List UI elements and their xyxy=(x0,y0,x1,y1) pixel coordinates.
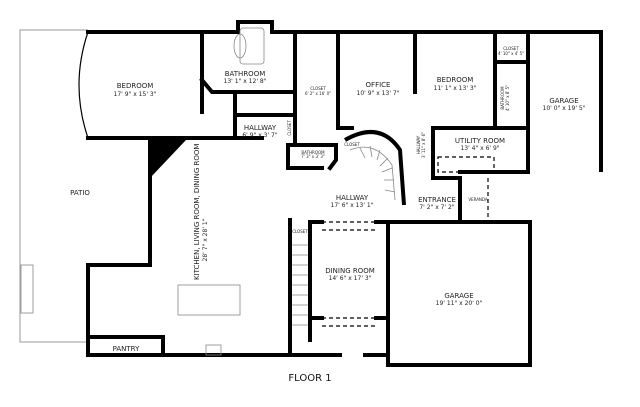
room-size-utility: 13' 4" x 6' 9" xyxy=(460,145,499,152)
room-size-office: 10' 9" x 13' 7" xyxy=(357,90,400,97)
wall-dining xyxy=(288,220,532,367)
spiral-stair-wall xyxy=(344,130,406,206)
room-size-bathroom-master: 13' 1" x 12' 8" xyxy=(224,78,267,85)
room-label-dining: DINING ROOM xyxy=(325,267,375,275)
wall-office xyxy=(336,30,603,174)
patio-outline xyxy=(19,29,88,343)
outdoor-kitchen xyxy=(20,264,34,314)
room-label-kitchen-living-dining: KITCHEN, LIVING ROOM, DINING ROOM xyxy=(193,144,201,280)
room-size-closet-large: 6' 2" x 16' 0" xyxy=(305,91,331,96)
room-label-patio: PATIO xyxy=(70,189,90,197)
room-label-closet-stairs: CLOSET xyxy=(344,142,360,147)
straight-stairs xyxy=(292,244,308,326)
room-size-bedroom-master: 17' 9" x 15' 3" xyxy=(114,91,157,98)
room-label-closet-bed2: CLOSET xyxy=(503,46,519,51)
room-label-garage-2: GARAGE xyxy=(444,292,473,300)
room-label-office: OFFICE xyxy=(366,81,391,89)
kitchen-island xyxy=(177,284,241,316)
room-label-bathroom-bed2: BATHROOM xyxy=(500,86,505,110)
room-label-garage-1: GARAGE xyxy=(549,97,578,105)
room-label-utility: UTILITY ROOM xyxy=(455,137,505,145)
room-label-closet-hall: CLOSET xyxy=(287,120,292,136)
room-label-hallway-small: HALLWAY xyxy=(244,124,277,132)
room-size-closet-bed2: 4' 10" x 4' 5" xyxy=(498,51,524,56)
utility-appliances xyxy=(437,156,495,173)
room-size-kitchen-living-dining: 28' 7" x 28' 1" xyxy=(202,218,209,261)
wall-bathroom-small xyxy=(286,143,338,171)
room-size-garage-2: 19' 11" x 20' 0" xyxy=(436,300,483,307)
room-size-hallway-small: 6' 9" x 3' 7" xyxy=(242,132,278,139)
spiral-stairs xyxy=(349,145,396,201)
wall-bathroom-master xyxy=(199,20,342,147)
room-size-dining: 14' 6" x 17' 3" xyxy=(329,275,372,282)
room-label-hallway-vertical: HALLWAY xyxy=(416,135,421,154)
room-label-bedroom-2: BEDROOM xyxy=(437,76,474,84)
room-label-bathroom-small: BATHROOM xyxy=(301,150,325,155)
room-size-bathroom-bed2: 4' 10" x 8' 5" xyxy=(505,85,510,111)
room-size-entrance: 7' 2" x 7' 2" xyxy=(419,204,455,211)
bathtub-icon xyxy=(239,27,265,65)
room-label-bathroom-master: BATHROOM xyxy=(225,70,266,78)
room-label-closet-under-stairs: CLOSET xyxy=(292,229,308,234)
room-label-pantry: PANTRY xyxy=(113,345,140,353)
room-size-bedroom-2: 11' 1" x 13' 3" xyxy=(434,85,477,92)
room-label-closet-large: CLOSET xyxy=(310,86,326,91)
room-size-bathroom-small: 7' 3" x 3' 3" xyxy=(301,154,325,159)
room-label-hallway-main: HALLWAY xyxy=(336,194,369,202)
tub-basin xyxy=(233,33,247,59)
room-label-bedroom-master: BEDROOM xyxy=(117,82,154,90)
curved-window-wall xyxy=(78,31,89,139)
room-size-garage-1: 10' 0" x 19' 5" xyxy=(543,105,586,112)
wall-stairs xyxy=(288,218,312,342)
room-label-entrance: ENTRANCE xyxy=(418,196,456,204)
room-size-hallway-vertical: 3' 11" x 8' 6" xyxy=(421,132,426,158)
stove-icon xyxy=(205,344,222,356)
wall-living-outer xyxy=(86,138,292,357)
wall-hallway-small xyxy=(233,93,297,140)
fireplace xyxy=(150,140,186,178)
room-label-veranda: VERANDA xyxy=(468,197,488,202)
floor-label: FLOOR 1 xyxy=(288,373,331,384)
room-size-hallway-main: 17' 6" x 13' 1" xyxy=(331,202,374,209)
